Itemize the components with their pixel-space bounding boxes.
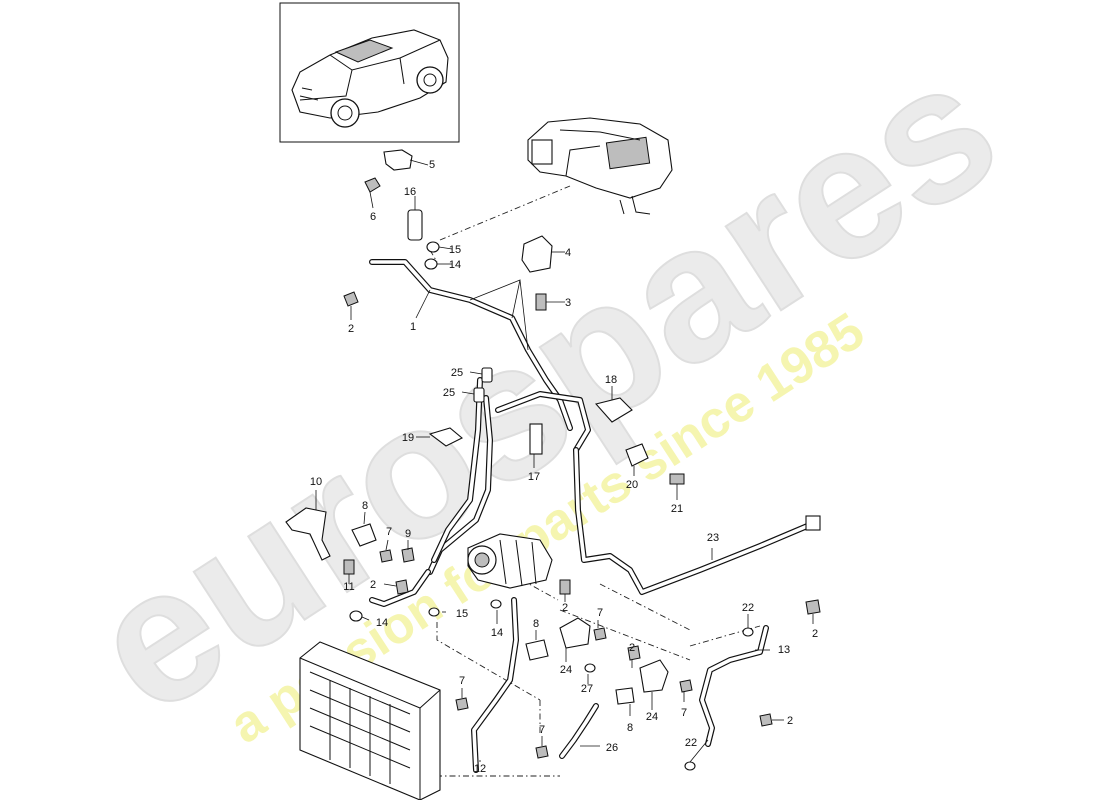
callout-10-16: 10 [310, 476, 322, 488]
part-7-nut [379, 549, 393, 563]
hvac-housing-icon [527, 117, 673, 215]
part-7-nut-c [679, 679, 693, 693]
callout-8-17: 8 [362, 500, 368, 512]
part-22-oring-a [742, 627, 754, 637]
part-14-oring [424, 258, 438, 270]
part-8-mount-b [525, 639, 549, 661]
callout-18-11: 18 [605, 374, 617, 386]
leader-lines [315, 159, 814, 763]
callout-15-23: 15 [456, 608, 468, 620]
part-4-valve [521, 235, 553, 273]
part-17-bracket [529, 423, 543, 455]
callout-20-14: 20 [626, 479, 638, 491]
callout-7-31: 7 [459, 675, 465, 687]
part-24-bracket-b [639, 659, 669, 693]
callout-11-20: 11 [343, 581, 354, 593]
part-2-bolt-b [395, 579, 409, 595]
part-15-oring [426, 241, 440, 253]
part-9-nut [401, 547, 415, 563]
part-2-bolt-f [759, 713, 773, 727]
callout-4-5: 4 [565, 247, 571, 259]
callout-26-36: 26 [606, 742, 618, 754]
part-20-clamp [625, 443, 649, 467]
callout-14-24: 14 [491, 627, 503, 639]
part-24-bracket-a [559, 617, 591, 649]
part-22-oring-b [684, 761, 696, 771]
callout-12-37: 12 [474, 763, 486, 775]
part-8-mount-c [615, 687, 635, 705]
callout-9-19: 9 [405, 528, 411, 540]
callout-5-0: 5 [429, 159, 435, 171]
callout-19-12: 19 [402, 432, 414, 444]
callout-23-43: 23 [707, 532, 719, 544]
part-3-bolt [535, 293, 547, 311]
part-6-nut [364, 177, 381, 193]
part-14-oring-b [349, 610, 363, 622]
callout-2-21: 2 [370, 579, 376, 591]
part-16-sensor [407, 209, 423, 241]
callout-8-27: 8 [533, 618, 539, 630]
lower-components [349, 515, 821, 771]
part-21-bolt [669, 473, 685, 485]
callout-2-39: 2 [812, 628, 818, 640]
callout-22-38: 22 [742, 602, 754, 614]
callout-7-18: 7 [386, 526, 392, 538]
part-10-bracket [285, 507, 331, 561]
ac-compressor-icon [467, 533, 553, 589]
callout-1-8: 1 [410, 321, 416, 333]
callout-3-6: 3 [565, 297, 571, 309]
callout-25-9: 25 [451, 367, 463, 379]
part-5-bracket [383, 149, 413, 171]
part-2-bolt-d [627, 645, 641, 661]
callout-7-35: 7 [681, 707, 687, 719]
part-25-cap-a [481, 367, 493, 383]
part-15-oring-b [428, 607, 440, 617]
callout-2-7: 2 [348, 323, 354, 335]
callout-14-22: 14 [376, 617, 388, 629]
callout-17-13: 17 [528, 471, 540, 483]
callout-22-41: 22 [685, 737, 697, 749]
vehicle-thumbnail [279, 2, 460, 143]
callout-16-2: 16 [404, 186, 416, 198]
callout-2-29: 2 [629, 642, 635, 654]
part-19-clip [428, 427, 463, 447]
part-8-mount [351, 523, 377, 547]
part-23-fitting [805, 515, 821, 531]
part-2-bolt-e [805, 599, 821, 615]
part-2-bolt [343, 291, 359, 307]
part-27-oring [584, 663, 596, 673]
callout-2-42: 2 [787, 715, 793, 727]
callout-2-25: 2 [562, 602, 568, 614]
callout-14-4: 14 [449, 259, 461, 271]
suv-vehicle-icon [291, 29, 449, 128]
condenser-radiator-icon [299, 641, 441, 800]
part-7-nut-e [535, 745, 549, 759]
part-7-nut-d [455, 697, 469, 711]
part-14-oring-c [490, 599, 502, 609]
callout-24-28: 24 [560, 664, 572, 676]
part-7-nut-b [593, 627, 607, 641]
callout-27-30: 27 [581, 683, 593, 695]
callout-15-3: 15 [449, 244, 461, 256]
part-2-bolt-c [559, 579, 571, 595]
callout-8-33: 8 [627, 722, 633, 734]
callout-21-15: 21 [671, 503, 683, 515]
callout-25-10: 25 [443, 387, 455, 399]
part-11-bolt [343, 559, 355, 575]
callout-24-34: 24 [646, 711, 658, 723]
components [285, 149, 685, 575]
callout-6-1: 6 [370, 211, 376, 223]
callout-7-32: 7 [539, 724, 545, 736]
part-25-cap-b [473, 387, 485, 403]
callout-7-26: 7 [597, 607, 603, 619]
callout-13-40: 13 [778, 644, 790, 656]
